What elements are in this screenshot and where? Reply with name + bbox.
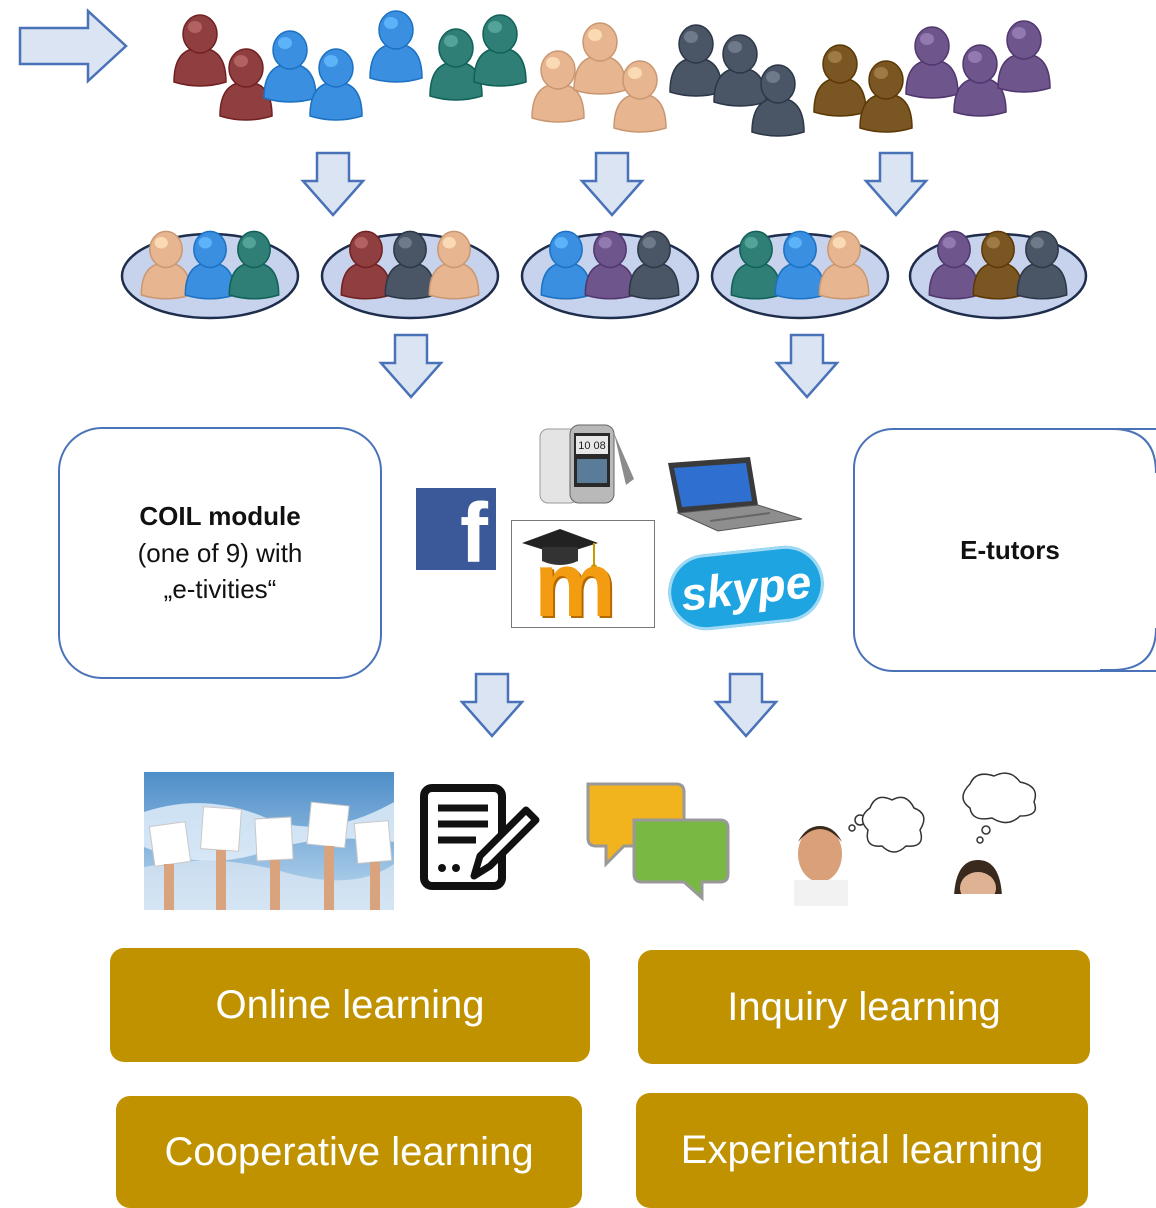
person-icon (730, 230, 782, 300)
person-icon (928, 230, 980, 300)
facebook-logo-letter: f (460, 486, 488, 580)
person-icon (774, 230, 826, 300)
down-arrow-icon (579, 151, 645, 217)
coil-module-detail: (one of 9) with (137, 537, 303, 568)
down-arrow-icon (300, 151, 366, 217)
skype-logo-text: skype (678, 555, 814, 621)
person-icon (428, 230, 480, 300)
person-icon (859, 60, 913, 133)
online-learning-label: Online learning (215, 982, 485, 1027)
e-tutors-box: E-tutors (853, 428, 1156, 672)
cooperative-learning-box: Cooperative learning (116, 1096, 582, 1208)
person-icon (219, 48, 273, 121)
down-arrow-icon (863, 151, 929, 217)
person-icon (997, 20, 1051, 93)
chat-bubbles-icon (586, 782, 730, 902)
coil-module-etivities: „e-tivities“ (163, 574, 277, 605)
moodle-logo-letter: m (534, 534, 616, 636)
person-icon (813, 44, 867, 117)
thinking-people-image (794, 772, 1037, 906)
person-icon (818, 230, 870, 300)
person-icon (540, 230, 592, 300)
moodle-logo-icon: m (511, 520, 655, 636)
e-tutors-box-edge (1100, 428, 1156, 671)
person-icon (531, 50, 585, 123)
person-icon (584, 230, 636, 300)
down-arrow-icon (713, 672, 779, 738)
down-arrow-icon (378, 333, 444, 399)
person-icon (173, 14, 227, 87)
right-arrow-icon (18, 8, 128, 84)
person-icon (713, 34, 767, 107)
raised-papers-sky-image (144, 772, 394, 910)
document-edit-icon (420, 784, 540, 890)
person-icon (340, 230, 392, 300)
down-arrow-icon (774, 333, 840, 399)
person-icon (228, 230, 280, 300)
phone-clock-text: 10 08 (578, 440, 606, 452)
skype-logo-icon: skype (664, 542, 828, 634)
smartphone-icon: 10 08 (539, 424, 634, 504)
experiential-learning-box: Experiential learning (636, 1093, 1088, 1208)
person-icon (184, 230, 236, 300)
person-icon (429, 28, 483, 101)
person-icon (905, 26, 959, 99)
person-icon (384, 230, 436, 300)
person-icon (309, 48, 363, 121)
person-icon (263, 30, 317, 103)
laptop-icon (668, 457, 803, 532)
facebook-logo-icon: f (416, 486, 496, 580)
person-icon (140, 230, 192, 300)
person-icon (628, 230, 680, 300)
e-tutors-title: E-tutors (960, 534, 1060, 565)
coil-module-box: COIL module (one of 9) with „e-tivities“ (58, 427, 382, 679)
person-icon (613, 60, 667, 133)
person-icon (473, 14, 527, 87)
coil-module-title: COIL module (139, 500, 301, 531)
online-learning-box: Online learning (110, 948, 590, 1062)
person-icon (573, 22, 627, 95)
person-icon (369, 10, 423, 83)
inquiry-learning-label: Inquiry learning (727, 984, 1001, 1029)
down-arrow-icon (459, 672, 525, 738)
person-icon (1016, 230, 1068, 300)
person-icon (669, 24, 723, 97)
inquiry-learning-box: Inquiry learning (638, 950, 1090, 1064)
experiential-learning-label: Experiential learning (680, 1128, 1044, 1172)
person-icon (972, 230, 1024, 300)
cooperative-learning-label: Cooperative learning (164, 1129, 534, 1174)
person-icon (751, 64, 805, 137)
